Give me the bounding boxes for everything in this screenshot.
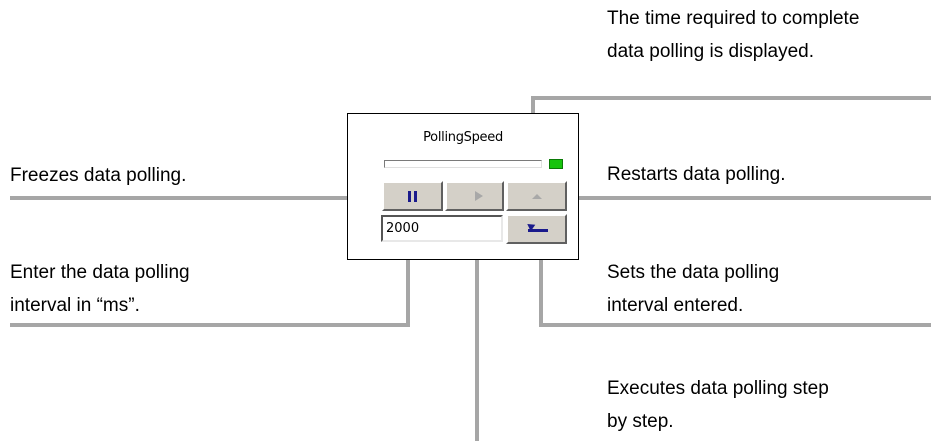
- leader-line-set-v: [539, 231, 543, 327]
- leader-line-interval-v: [406, 234, 410, 327]
- leader-line-freeze: [10, 196, 374, 200]
- set-interval-button[interactable]: [506, 214, 567, 244]
- up-arrow-icon: [531, 193, 542, 199]
- callout-set-line1: Sets the data polling: [607, 262, 780, 283]
- callout-interval-line1: Enter the data polling: [10, 262, 190, 283]
- callout-interval: Enter the data polling interval in “ms”.: [10, 256, 190, 322]
- callout-step: Executes data polling step by step.: [607, 372, 829, 438]
- polling-interval-input[interactable]: [381, 215, 503, 242]
- leader-line-time-h: [531, 96, 931, 100]
- status-indicator: [549, 159, 563, 169]
- enter-arrow-icon: [526, 225, 548, 233]
- callout-time-line1: The time required to complete: [607, 8, 860, 29]
- callout-restart: Restarts data polling.: [607, 164, 786, 185]
- leader-line-interval-h: [10, 323, 410, 327]
- callout-set-line2: interval entered.: [607, 295, 744, 316]
- callout-freeze: Freezes data polling.: [10, 165, 187, 186]
- polling-speed-panel: PollingSpeed: [347, 113, 579, 260]
- pause-button[interactable]: [382, 181, 443, 211]
- callout-interval-line2: interval in “ms”.: [10, 295, 140, 316]
- callout-step-line1: Executes data polling step: [607, 378, 829, 399]
- restart-button[interactable]: [506, 181, 567, 211]
- callout-time: The time required to complete data polli…: [607, 2, 859, 68]
- callout-step-line2: by step.: [607, 411, 674, 432]
- leader-line-restart: [546, 196, 931, 200]
- pause-icon: [408, 190, 417, 202]
- panel-title: PollingSpeed: [423, 130, 503, 145]
- play-icon: [474, 191, 483, 201]
- leader-line-step-v: [475, 200, 479, 441]
- polling-time-progress-bar: [384, 160, 542, 168]
- leader-line-set-h: [539, 323, 931, 327]
- callout-time-line2: data polling is displayed.: [607, 41, 815, 62]
- step-button[interactable]: [445, 181, 504, 211]
- callout-set: Sets the data polling interval entered.: [607, 256, 779, 322]
